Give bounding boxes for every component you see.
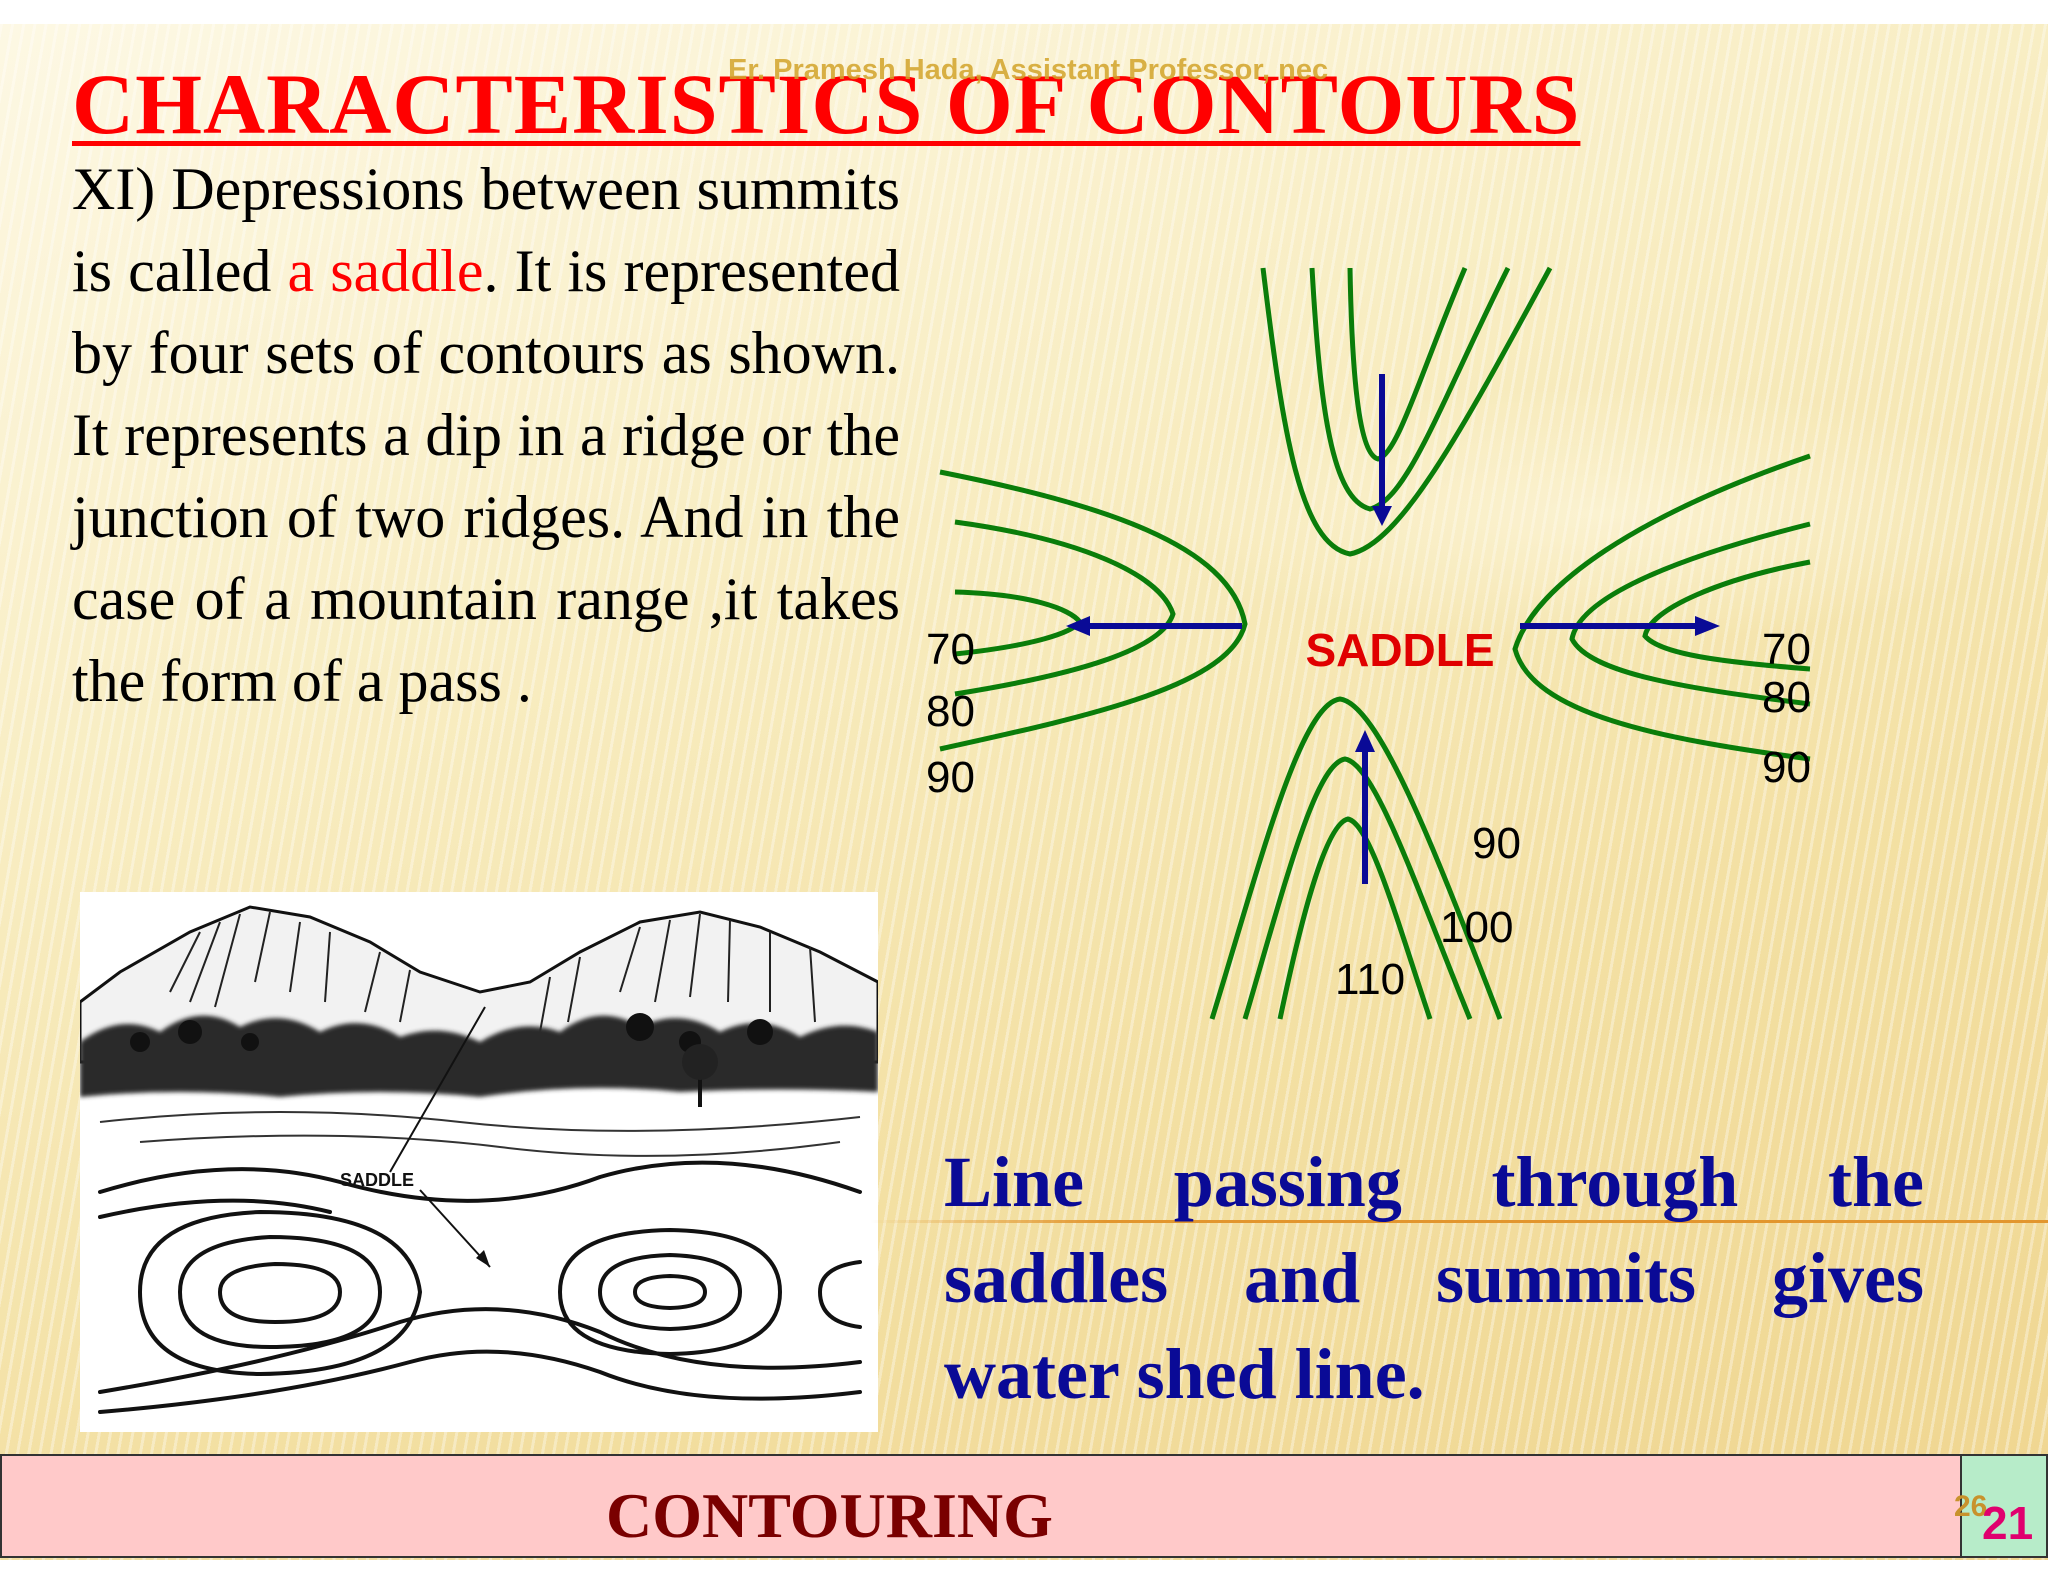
top-contours bbox=[1260, 266, 1553, 557]
top-arrow bbox=[1372, 374, 1392, 526]
bottom-label-110: 110 bbox=[1335, 955, 1405, 1004]
sketch-pointer-up bbox=[389, 1006, 486, 1173]
bottom-contour-labels: 90 100 110 bbox=[1335, 819, 1521, 1004]
page-number: 21 bbox=[1982, 1497, 2034, 1549]
tree-dots bbox=[130, 1013, 773, 1053]
saddle-highlight: a saddle bbox=[287, 238, 484, 304]
meadow-lines bbox=[99, 1111, 861, 1157]
sketch-arrowhead bbox=[476, 1250, 490, 1267]
paragraph-suffix: . It is represented by four sets of cont… bbox=[72, 238, 900, 714]
bottom-arrow bbox=[1355, 730, 1375, 884]
right-contours bbox=[1512, 453, 1811, 762]
slide-title: CHARACTERISTICS OF CONTOURS bbox=[72, 56, 1581, 152]
tree-line bbox=[80, 1015, 878, 1097]
tree bbox=[682, 1044, 718, 1107]
left-arrow bbox=[1066, 616, 1242, 636]
bottom-contours bbox=[1209, 696, 1503, 1020]
right-label-80: 80 bbox=[1762, 673, 1811, 722]
paragraph-prefix: XI) Depressions between summits is calle… bbox=[72, 156, 900, 304]
sketch-pointer-down bbox=[419, 1189, 491, 1268]
saddle-label: SADDLE bbox=[1305, 624, 1494, 676]
left-label-90: 90 bbox=[926, 753, 975, 802]
sketch-contours bbox=[98, 1160, 862, 1414]
right-label-90: 90 bbox=[1762, 743, 1811, 792]
right-label-70: 70 bbox=[1762, 625, 1811, 674]
slide: CHARACTERISTICS OF CONTOURS Er. Pramesh … bbox=[0, 24, 2048, 1560]
bottom-label-100: 100 bbox=[1440, 903, 1513, 952]
description-paragraph: XI) Depressions between summits is calle… bbox=[72, 148, 900, 722]
left-label-80: 80 bbox=[926, 687, 975, 736]
left-label-70: 70 bbox=[926, 625, 975, 674]
left-contours bbox=[939, 469, 1248, 752]
author-watermark: Er. Pramesh Hada, Assistant Professor, n… bbox=[728, 54, 1329, 86]
right-arrow bbox=[1520, 616, 1720, 636]
footer-title: CONTOURING bbox=[606, 1480, 1053, 1551]
page-number-small: 26 bbox=[1954, 1490, 1988, 1523]
saddle-landscape-sketch: SADDLE bbox=[80, 892, 878, 1432]
mountain-hatching bbox=[169, 911, 816, 1033]
saddle-contour-diagram: SADDLE 70 80 90 70 80 90 90 100 110 bbox=[926, 266, 1811, 1020]
footer-bar: CONTOURING bbox=[0, 1454, 1962, 1558]
horizontal-divider bbox=[870, 1220, 2048, 1223]
watershed-note: Line passing through the saddles and sum… bbox=[944, 1142, 1924, 1414]
bottom-label-90: 90 bbox=[1472, 819, 1521, 868]
page-number-box bbox=[1962, 1454, 2048, 1558]
left-contour-labels: 70 80 90 bbox=[926, 625, 975, 802]
right-contour-labels: 70 80 90 bbox=[1762, 625, 1811, 792]
